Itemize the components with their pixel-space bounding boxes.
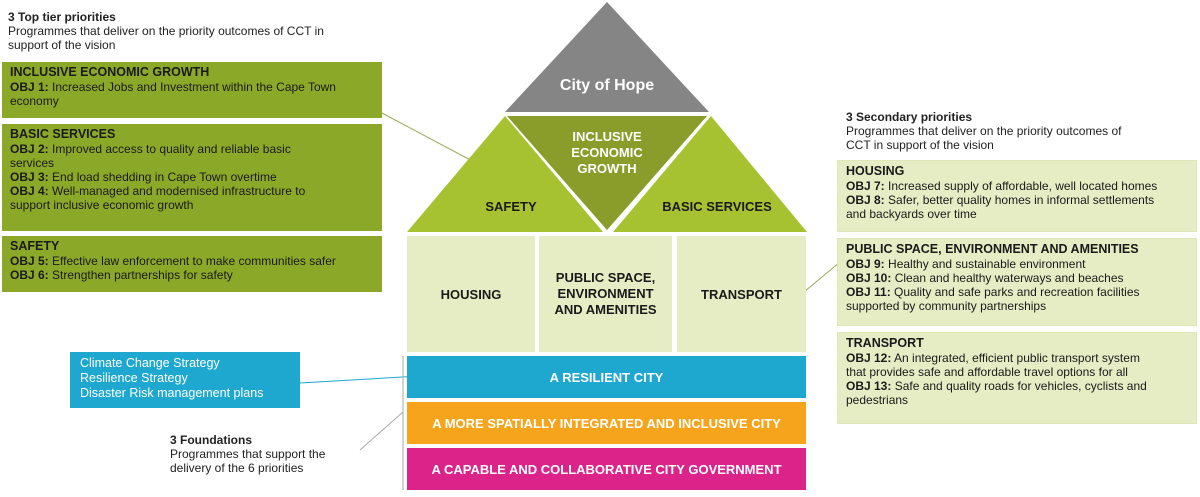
pillar-label-3: AND AMENITIES (554, 302, 657, 317)
panel-safety: SAFETY OBJ 5: Effective law enforcement … (2, 236, 382, 292)
objective-13-cont: pedestrians (846, 393, 909, 407)
top-tier-header: 3 Top tier priorities Programmes that de… (8, 10, 378, 52)
objective-11-cont: supported by community partnerships (846, 299, 1047, 313)
pillar-housing: HOUSING (407, 236, 535, 352)
foundations-header: 3 Foundations Programmes that support th… (170, 433, 370, 475)
objective-4-cont: support inclusive economic growth (10, 198, 194, 212)
panel-inclusive-economic-growth: INCLUSIVE ECONOMIC GROWTH OBJ 1: Increas… (2, 62, 382, 118)
panel-basic-services: BASIC SERVICES OBJ 2: Improved access to… (2, 124, 382, 231)
safety-triangle (407, 116, 603, 232)
objective-6: OBJ 6: Strengthen partnerships for safet… (10, 268, 233, 282)
panel-title: PUBLIC SPACE, ENVIRONMENT AND AMENITIES (846, 242, 1139, 256)
panel-public-space: PUBLIC SPACE, ENVIRONMENT AND AMENITIES … (837, 238, 1197, 326)
foundations-subtitle-1: Programmes that support the (170, 447, 326, 461)
pillar-public-space: PUBLIC SPACE, ENVIRONMENT AND AMENITIES (539, 236, 672, 352)
objective-2: OBJ 2: Improved access to quality and re… (10, 142, 291, 156)
pillar-label: TRANSPORT (701, 286, 782, 302)
basic-services-triangle (613, 116, 807, 232)
pillar-label-1: PUBLIC SPACE, (555, 270, 656, 285)
band-label: A CAPABLE AND COLLABORATIVE CITY GOVERNM… (431, 461, 782, 477)
connector-strategies (299, 375, 421, 384)
apex-triangle (505, 2, 709, 112)
foundations-title: 3 Foundations (170, 433, 252, 447)
top-tier-subtitle-2: support of the vision (8, 38, 116, 52)
secondary-header: 3 Secondary priorities Programmes that d… (846, 110, 1196, 152)
secondary-subtitle-2: CCT in support of the vision (846, 138, 994, 152)
panel-title: TRANSPORT (846, 336, 924, 350)
objective-4: OBJ 4: Well-managed and modernised infra… (10, 184, 306, 198)
secondary-subtitle-1: Programmes that deliver on the priority … (846, 124, 1122, 138)
strategy-resilience: Resilience Strategy (80, 371, 188, 385)
panel-title: INCLUSIVE ECONOMIC GROWTH (10, 65, 210, 79)
pillar-label: HOUSING (440, 286, 502, 302)
band-label: A RESILIENT CITY (549, 369, 664, 385)
house-roof: City of Hope INCLUSIVE ECONOMIC GROWTH S… (407, 2, 807, 232)
foundations-subtitle-2: delivery of the 6 priorities (170, 461, 304, 475)
connector-foundations (359, 411, 404, 451)
band-spatially-integrated: A MORE SPATIALLY INTEGRATED AND INCLUSIV… (407, 402, 806, 444)
band-resilient-city: A RESILIENT CITY (407, 356, 806, 398)
objective-8-cont: and backyards over time (846, 207, 977, 221)
top-tier-title: 3 Top tier priorities (8, 10, 116, 24)
band-capable-government: A CAPABLE AND COLLABORATIVE CITY GOVERNM… (407, 448, 806, 490)
objective-13: OBJ 13: Safe and quality roads for vehic… (846, 379, 1147, 393)
center-triangle (507, 116, 707, 230)
band-label: A MORE SPATIALLY INTEGRATED AND INCLUSIV… (432, 415, 781, 431)
panel-title: HOUSING (846, 164, 905, 178)
panel-housing: HOUSING OBJ 7: Increased supply of affor… (837, 160, 1197, 232)
objective-1: OBJ 1: Increased Jobs and Investment wit… (10, 80, 336, 94)
basic-services-label: BASIC SERVICES (662, 199, 772, 214)
objective-8: OBJ 8: Safer, better quality homes in in… (846, 193, 1155, 207)
objective-2-cont: services (10, 156, 55, 170)
panel-title: BASIC SERVICES (10, 127, 116, 141)
top-tier-subtitle-1: Programmes that deliver on the priority … (8, 24, 324, 38)
pillar-transport: TRANSPORT (677, 236, 806, 352)
center-label-3: GROWTH (577, 161, 636, 176)
strategy-climate: Climate Change Strategy (80, 356, 220, 370)
objective-7: OBJ 7: Increased supply of affordable, w… (846, 179, 1158, 193)
objective-5: OBJ 5: Effective law enforcement to make… (10, 254, 336, 268)
objective-11: OBJ 11: Quality and safe parks and recre… (846, 285, 1140, 299)
center-label-2: ECONOMIC (571, 145, 643, 160)
panel-transport: TRANSPORT OBJ 12: An integrated, efficie… (837, 332, 1197, 424)
strategies-box: Climate Change Strategy Resilience Strat… (70, 352, 300, 408)
objective-10: OBJ 10: Clean and healthy waterways and … (846, 271, 1124, 285)
objective-12-cont: that provides safe and affordable travel… (846, 365, 1128, 379)
connector-top-tier (381, 112, 477, 164)
strategy-disaster-risk: Disaster Risk management plans (80, 386, 264, 400)
objective-3: OBJ 3: End load shedding in Cape Town ov… (10, 170, 277, 184)
safety-label: SAFETY (485, 199, 537, 214)
center-label-1: INCLUSIVE (572, 129, 642, 144)
panel-title: SAFETY (10, 239, 60, 253)
objective-12: OBJ 12: An integrated, efficient public … (846, 351, 1140, 365)
objective-1-cont: economy (10, 94, 59, 108)
objective-9: OBJ 9: Healthy and sustainable environme… (846, 257, 1086, 271)
secondary-title: 3 Secondary priorities (846, 110, 973, 124)
pillar-label-2: ENVIRONMENT (557, 286, 654, 301)
apex-label: City of Hope (560, 77, 654, 94)
